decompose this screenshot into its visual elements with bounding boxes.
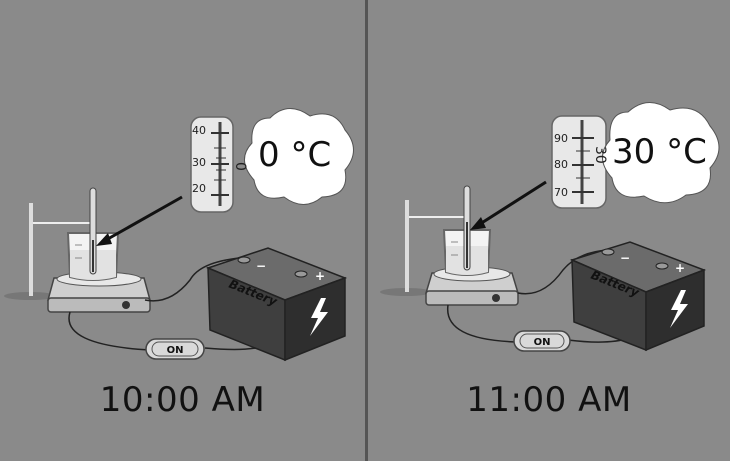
lightning-bolt-icon bbox=[310, 298, 328, 336]
temperature-cloud bbox=[244, 108, 354, 205]
battery-plus-label: + bbox=[675, 261, 685, 275]
temperature-cloud bbox=[602, 102, 720, 204]
panel-11am: 90 80 70 30 ON Battery − + 30 °C 11:00 A… bbox=[368, 0, 730, 461]
time-label: 10:00 AM bbox=[99, 380, 266, 420]
panel-10am: 40 30 20 0 ON Battery − + 0 °C 10:00 AM bbox=[4, 108, 354, 420]
switch-label: ON bbox=[167, 345, 184, 356]
time-label: 11:00 AM bbox=[466, 380, 632, 420]
battery-minus-label: − bbox=[620, 251, 630, 265]
battery-minus-label: − bbox=[256, 259, 266, 273]
battery bbox=[569, 241, 707, 352]
temperature-reading: 0 °C bbox=[258, 135, 332, 175]
scale-middle-value: 30 bbox=[192, 156, 206, 169]
thermometer bbox=[463, 185, 471, 271]
experiment-scene: 90 80 70 30 ON Battery − + bbox=[380, 102, 720, 352]
temperature-reading: 30 °C bbox=[612, 132, 707, 172]
switch-label: ON bbox=[534, 337, 551, 348]
pointer-arrow bbox=[96, 195, 183, 246]
thermometer bbox=[89, 187, 97, 275]
pointer-arrow bbox=[470, 180, 547, 230]
switch bbox=[145, 338, 205, 360]
switch bbox=[513, 330, 571, 352]
battery-plus-label: + bbox=[315, 269, 325, 283]
scale-middle-value: 80 bbox=[554, 158, 568, 171]
thermometer-magnifier bbox=[551, 115, 607, 209]
panel-divider bbox=[365, 0, 368, 461]
lightning-bolt-icon bbox=[670, 290, 688, 328]
ring-stand bbox=[380, 200, 466, 296]
hot-plate bbox=[424, 266, 520, 306]
scale-lower-value: 20 bbox=[192, 182, 206, 195]
scale-upper-value: 40 bbox=[192, 124, 206, 137]
scale-lower-value: 70 bbox=[554, 186, 568, 199]
thermometer-magnifier bbox=[190, 116, 234, 213]
battery bbox=[205, 247, 348, 362]
scale-rotated-value: 30 bbox=[592, 146, 608, 164]
scale-rotated-value: 0 bbox=[232, 162, 248, 171]
scale-upper-value: 90 bbox=[554, 132, 568, 145]
experiment-scene: 40 30 20 0 ON Battery − + bbox=[4, 108, 354, 362]
ring-stand bbox=[4, 203, 90, 300]
